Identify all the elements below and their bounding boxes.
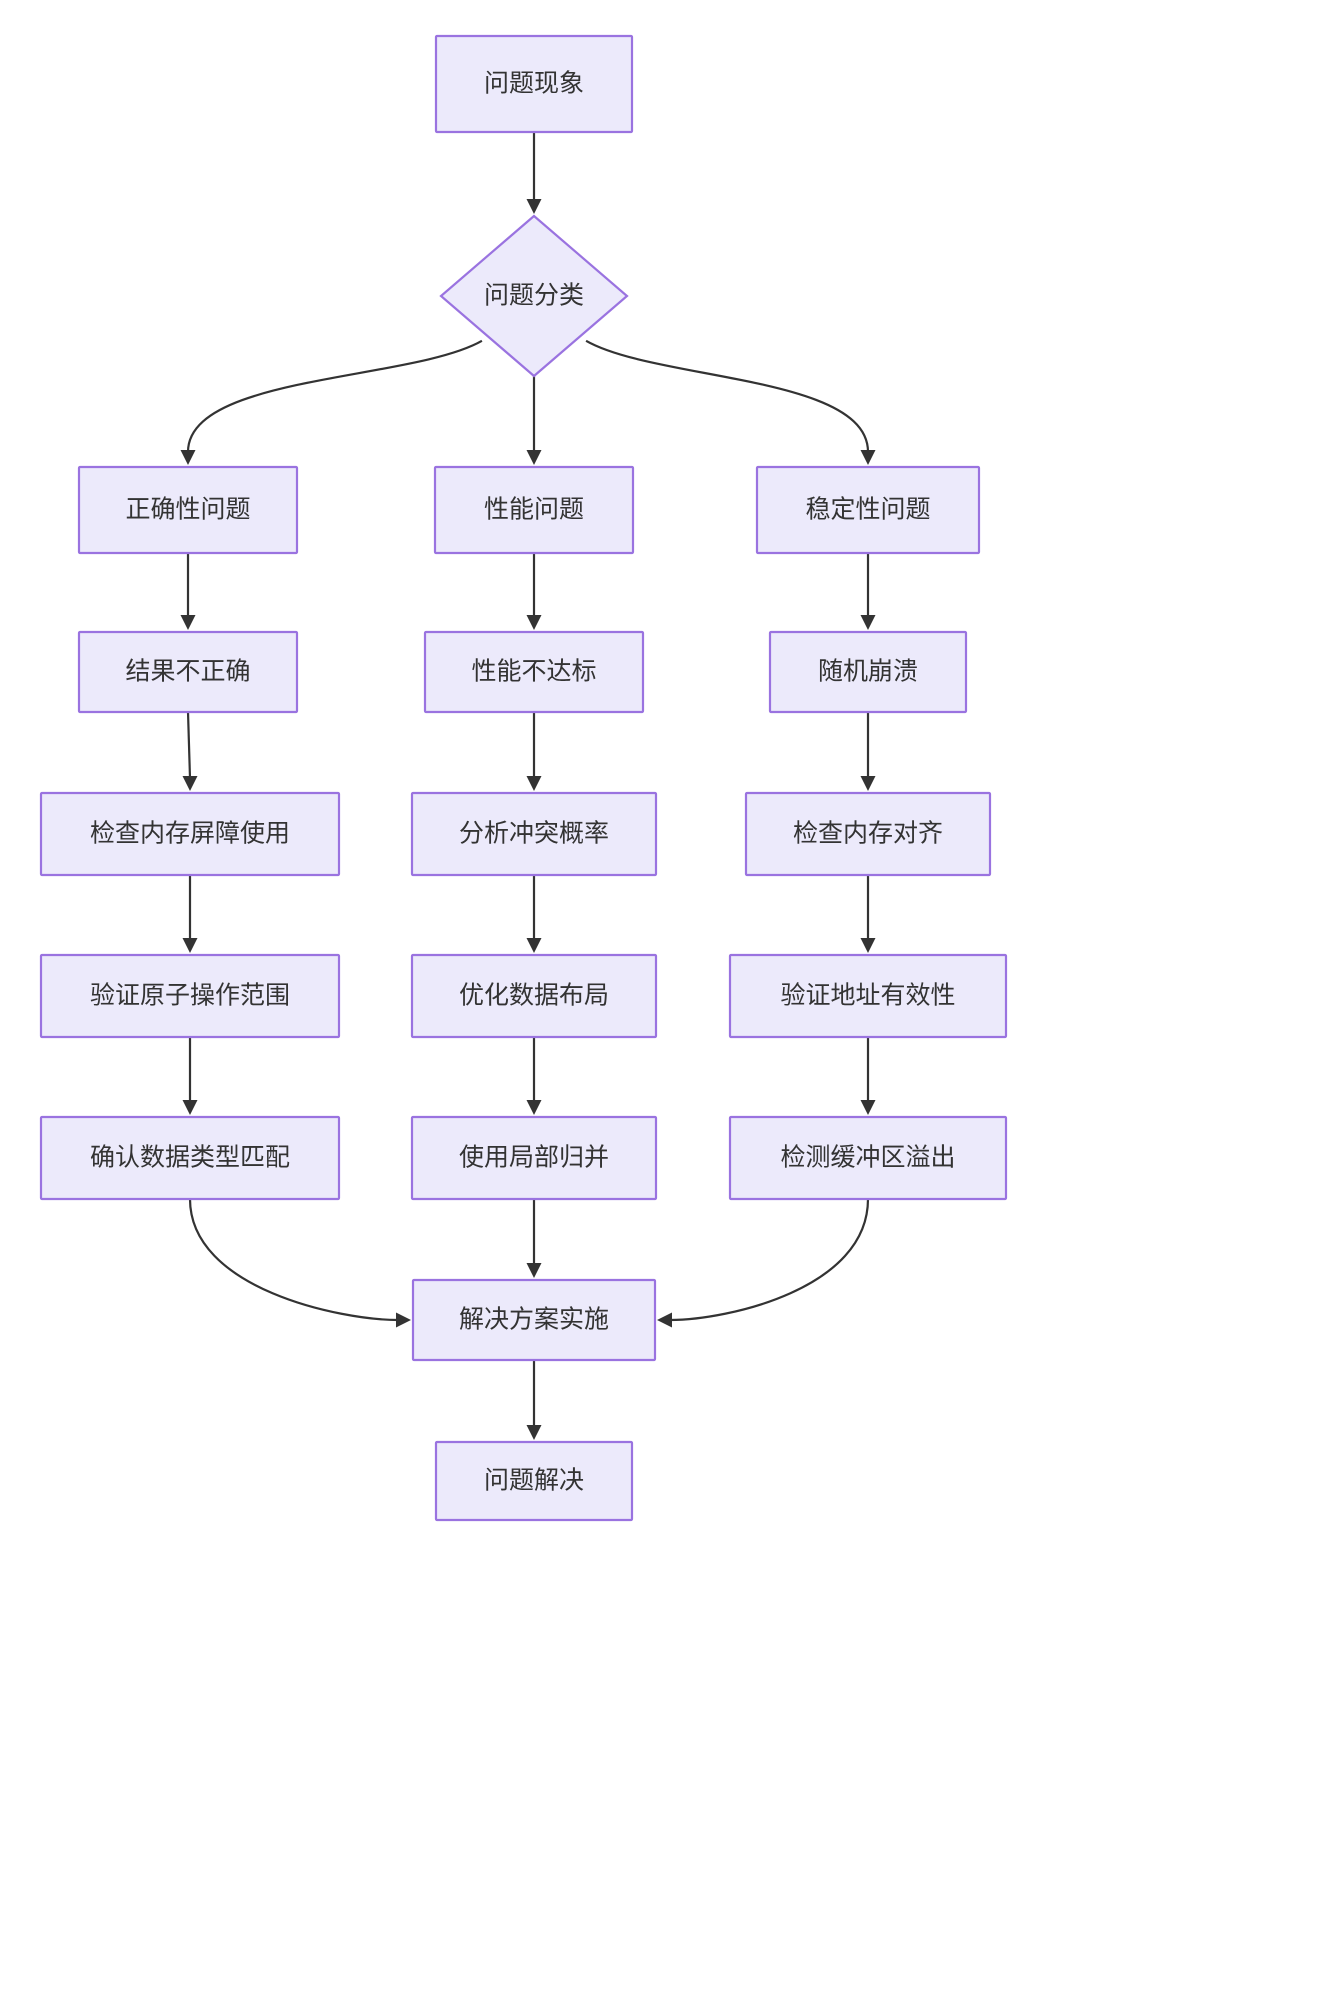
process-shape <box>411 1278 657 1362</box>
process-shape <box>728 1115 1008 1201</box>
edge-n17-to-n18 <box>526 1360 542 1440</box>
node-n4[interactable]: 稳定性问题 <box>755 465 981 555</box>
node-n11[interactable]: 验证原子操作范围 <box>39 953 341 1039</box>
process-shape <box>39 791 341 877</box>
edge-n13-to-n16 <box>860 1037 876 1115</box>
edge-n14-to-n17 <box>188 1198 411 1328</box>
node-n12[interactable]: 优化数据布局 <box>410 953 658 1039</box>
edge-n9-to-n12 <box>526 875 542 953</box>
node-n14[interactable]: 确认数据类型匹配 <box>39 1115 341 1201</box>
node-n7[interactable]: 随机崩溃 <box>768 630 968 714</box>
process-shape <box>728 953 1008 1039</box>
process-shape <box>434 1440 634 1522</box>
edge-n16-to-n17 <box>657 1198 870 1328</box>
edge-n11-to-n14 <box>182 1037 198 1115</box>
process-shape <box>744 791 992 877</box>
node-n5[interactable]: 结果不正确 <box>77 630 299 714</box>
process-shape <box>77 465 299 555</box>
node-n0[interactable]: 问题现象 <box>434 34 634 134</box>
process-shape <box>423 630 645 714</box>
edge-n3-to-n6 <box>526 553 542 630</box>
process-shape <box>755 465 981 555</box>
edge-n1-to-n4 <box>585 339 876 465</box>
process-shape <box>768 630 968 714</box>
edge-n6-to-n9 <box>526 712 542 791</box>
edge-n10-to-n13 <box>860 875 876 953</box>
edge-n1-to-n2 <box>180 339 483 465</box>
edge-n0-to-n1 <box>526 132 542 214</box>
process-shape <box>39 1115 341 1201</box>
process-shape <box>39 953 341 1039</box>
node-n9[interactable]: 分析冲突概率 <box>410 791 658 877</box>
edge-n12-to-n15 <box>526 1037 542 1115</box>
edge-n2-to-n5 <box>180 553 196 630</box>
node-n15[interactable]: 使用局部归并 <box>410 1115 658 1201</box>
node-n6[interactable]: 性能不达标 <box>423 630 645 714</box>
node-n2[interactable]: 正确性问题 <box>77 465 299 555</box>
edge-n5-to-n8 <box>182 711 198 791</box>
edge-n8-to-n11 <box>182 875 198 953</box>
process-shape <box>433 465 635 555</box>
decision-shape <box>439 214 629 378</box>
process-shape <box>410 953 658 1039</box>
node-n17[interactable]: 解决方案实施 <box>411 1278 657 1362</box>
process-shape <box>434 34 634 134</box>
process-shape <box>77 630 299 714</box>
node-n3[interactable]: 性能问题 <box>433 465 635 555</box>
edges-layer <box>180 132 876 1440</box>
edge-n4-to-n7 <box>860 553 876 630</box>
process-shape <box>410 791 658 877</box>
edge-n7-to-n10 <box>860 712 876 791</box>
node-n8[interactable]: 检查内存屏障使用 <box>39 791 341 877</box>
edge-n1-to-n3 <box>526 376 542 465</box>
node-n13[interactable]: 验证地址有效性 <box>728 953 1008 1039</box>
edge-n15-to-n17 <box>526 1199 542 1278</box>
node-n18[interactable]: 问题解决 <box>434 1440 634 1522</box>
node-n1[interactable]: 问题分类 <box>439 214 629 378</box>
node-n10[interactable]: 检查内存对齐 <box>744 791 992 877</box>
node-n16[interactable]: 检测缓冲区溢出 <box>728 1115 1008 1201</box>
process-shape <box>410 1115 658 1201</box>
